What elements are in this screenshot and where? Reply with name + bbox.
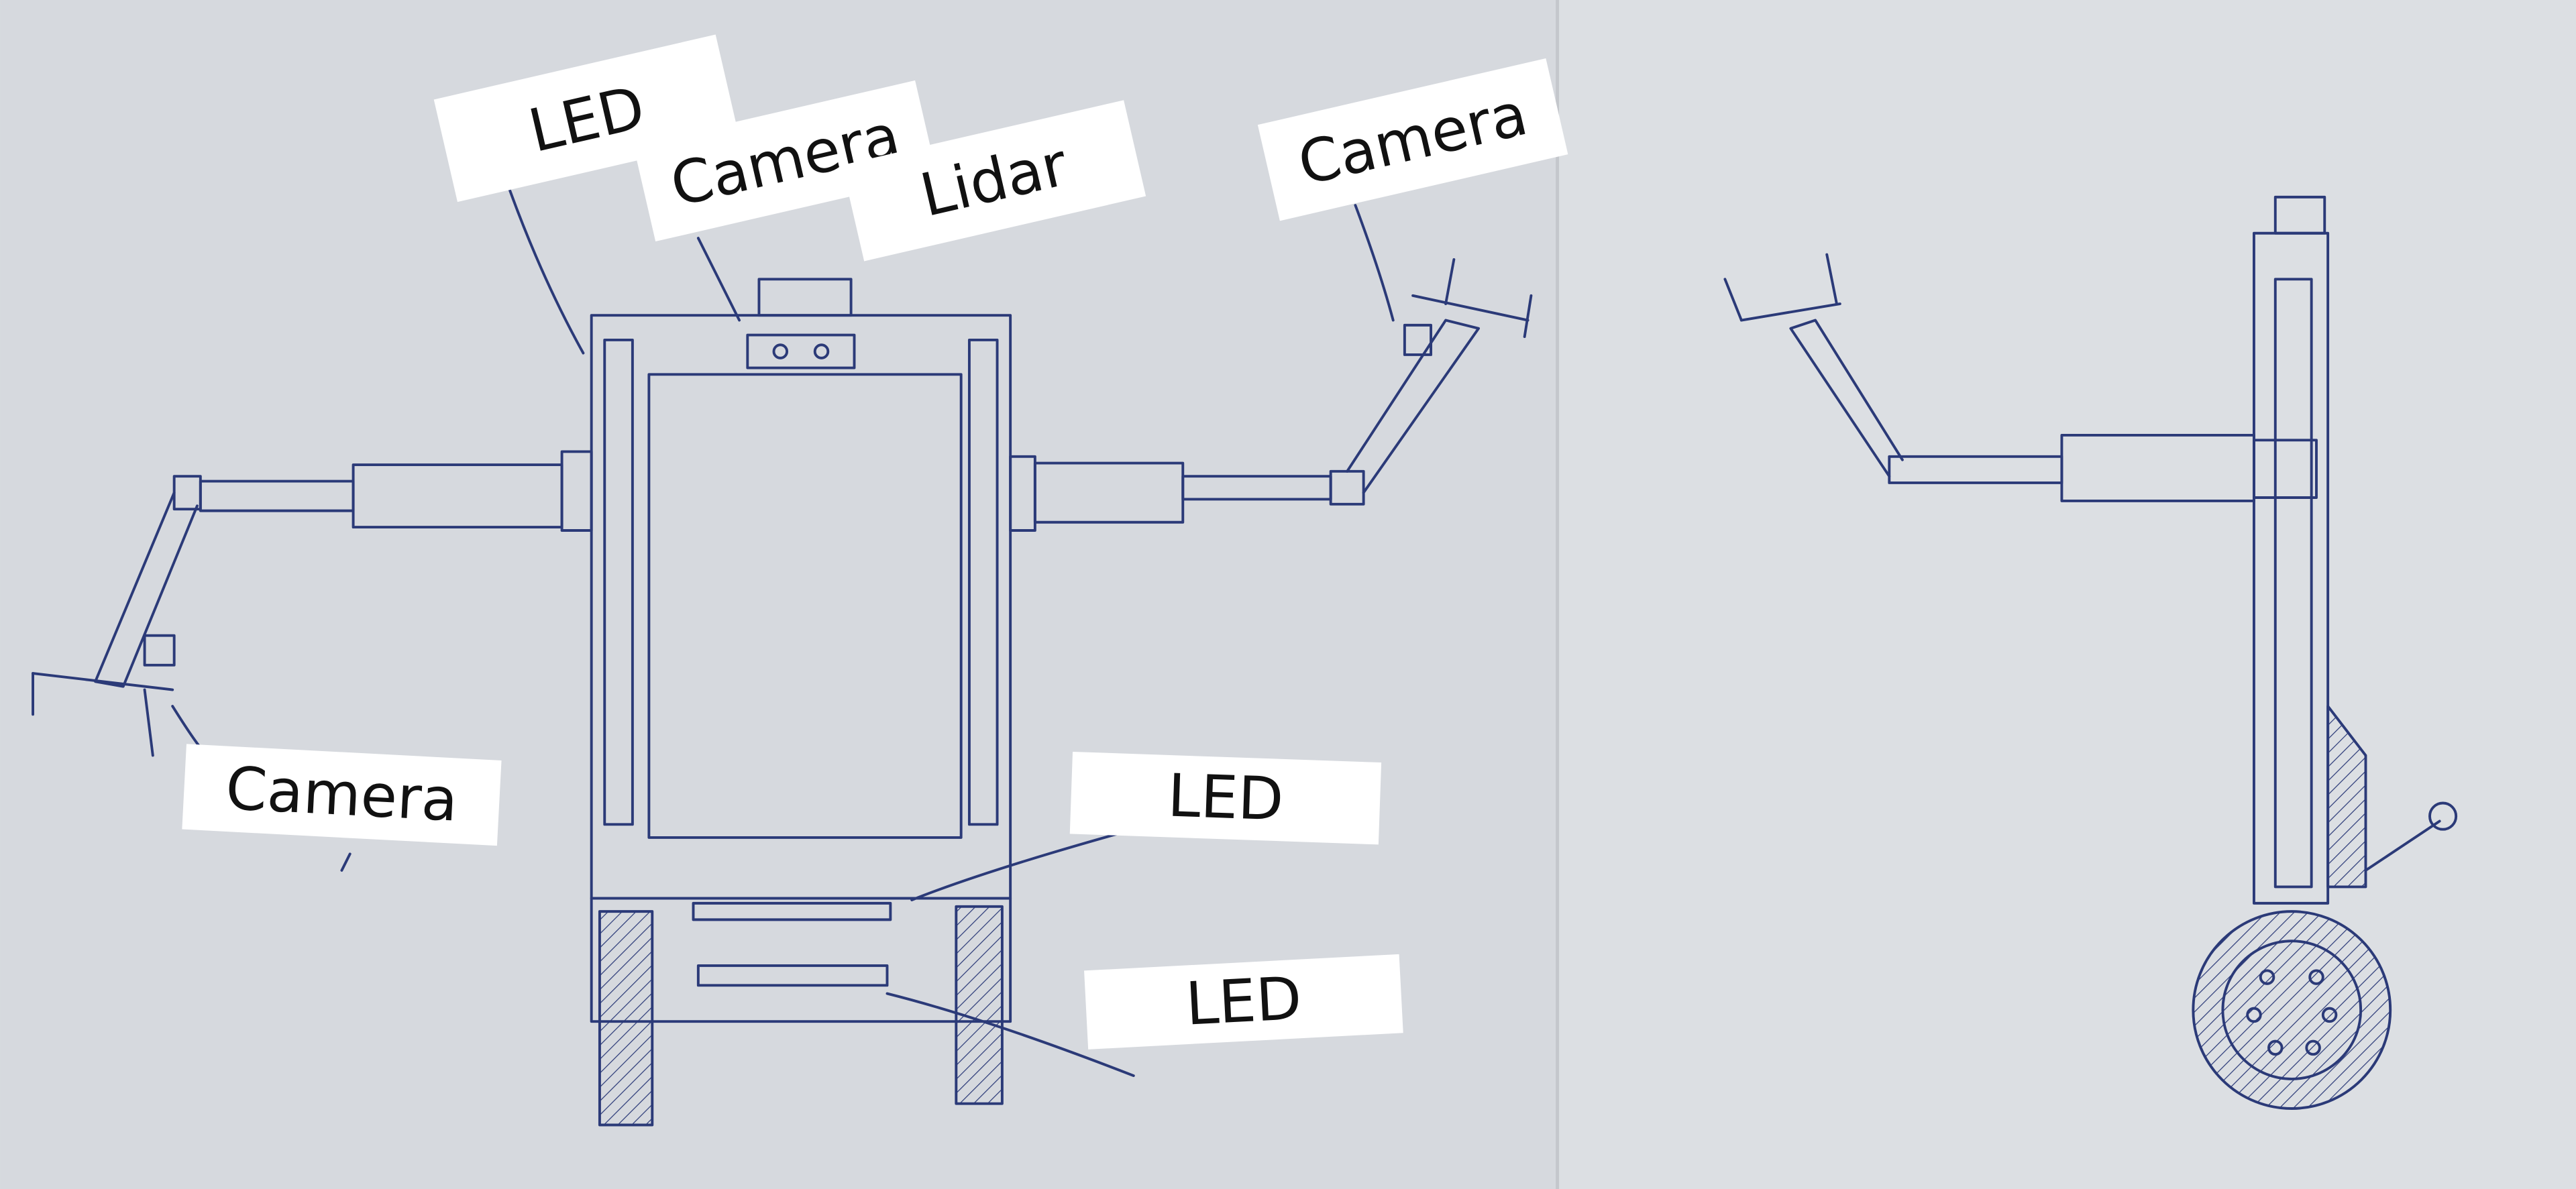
led-bar-2	[696, 964, 889, 987]
left-arm-link	[94, 491, 199, 688]
side-arm-rod	[1888, 455, 2063, 484]
label-lidar: Lidar	[842, 100, 1146, 262]
label-text: Camera	[224, 754, 460, 835]
led-strip-left	[603, 338, 634, 826]
right-arm-link	[1346, 319, 1481, 494]
front-view	[32, 187, 1533, 1127]
right-leg	[955, 905, 1004, 1105]
lower-body	[590, 897, 1012, 1023]
label-text: LED	[1167, 761, 1285, 834]
label-text: LED	[1184, 964, 1303, 1039]
label-led-middle: LED	[1069, 751, 1382, 845]
front-camera	[746, 333, 856, 370]
label-led-top: LED	[433, 34, 739, 203]
paper-sheet-side	[1557, 0, 2576, 1189]
led-bar-1	[692, 901, 892, 921]
left-leg	[598, 910, 654, 1127]
side-view	[1723, 195, 2458, 1110]
led-strip-right	[967, 338, 999, 826]
side-body	[2252, 231, 2330, 905]
label-led-bottom: LED	[1084, 954, 1403, 1050]
label-camera-left: Camera	[182, 744, 502, 846]
screen-panel	[647, 373, 963, 839]
